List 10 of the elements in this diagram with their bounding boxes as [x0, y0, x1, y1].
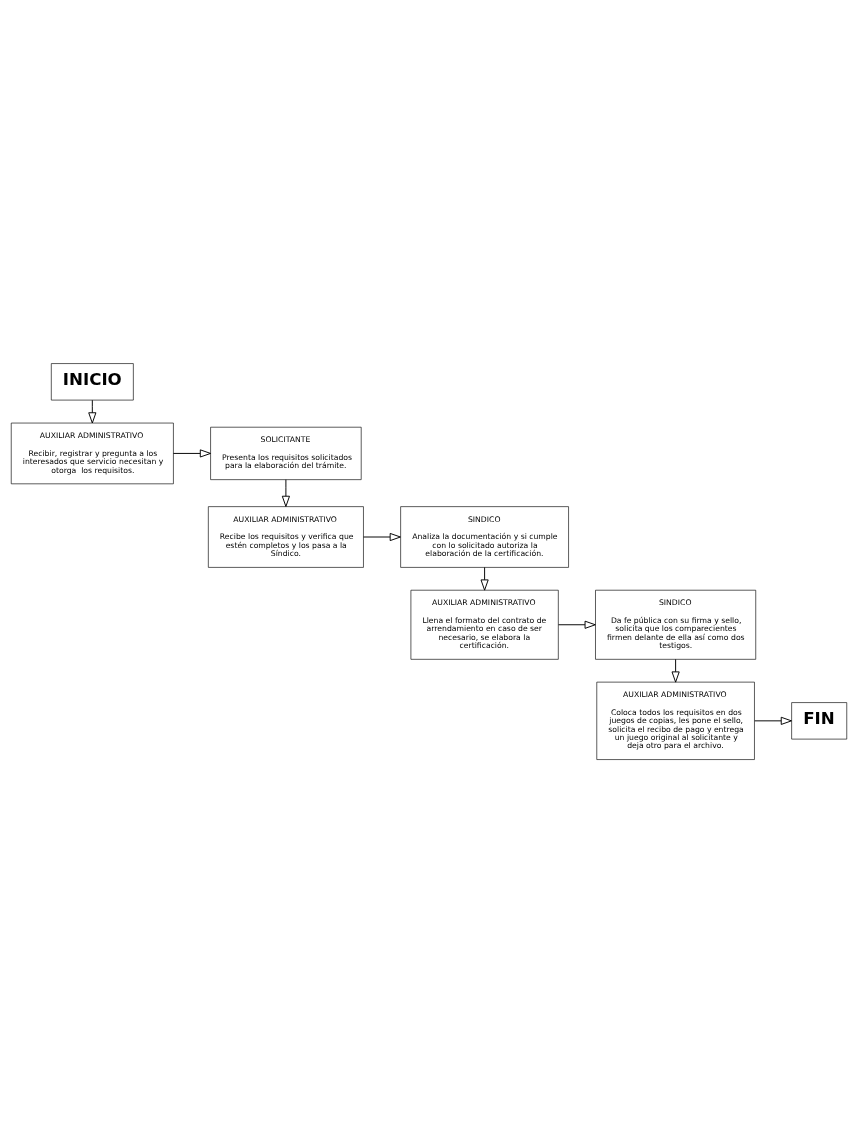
arrow [480, 566, 489, 591]
arrow [754, 716, 792, 725]
arrow [281, 478, 290, 507]
arrow [88, 399, 97, 423]
node-box: INICIO [51, 362, 134, 400]
node-box: FIN [791, 701, 848, 739]
arrow [172, 448, 212, 457]
arrow [671, 658, 680, 683]
arrow [558, 620, 596, 629]
arrow [363, 532, 401, 541]
